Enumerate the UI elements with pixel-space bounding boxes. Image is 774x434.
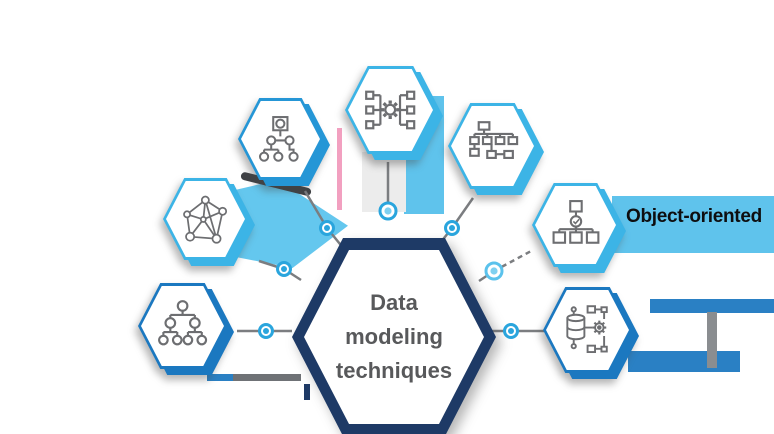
bottom-right-blue-band-1 [650, 299, 774, 313]
hexagon-upper-left [238, 98, 330, 186]
center-hexagon: Data modeling techniques [292, 238, 496, 434]
bottom-navy-sliver [304, 384, 310, 400]
bottom-left-blue-chip [207, 374, 233, 381]
object-tree-icon [238, 98, 323, 180]
hexagon-upper-right [448, 103, 544, 195]
middle-right-label: Object-oriented [626, 206, 762, 227]
bottom-right-blue-band-2 [628, 351, 740, 372]
decision-tree-icon [532, 183, 619, 267]
pink-sliver-top [337, 128, 342, 210]
top-gray-column [362, 152, 406, 212]
bottom-left-gray-chip [233, 374, 301, 381]
network-graph-icon [163, 178, 248, 260]
center-title: Data modeling techniques [292, 238, 496, 434]
hierarchy-tree-icon [138, 283, 227, 369]
sitemap-icon [448, 103, 537, 189]
center-hexagon-face [304, 250, 484, 424]
process-gear-icon [345, 66, 436, 154]
center-title-line1: Data [370, 290, 418, 315]
hexagon-middle-left [163, 178, 255, 266]
hexagon-top-center [345, 66, 443, 160]
hexagon-bottom-right [543, 287, 639, 379]
database-integration-icon [543, 287, 632, 373]
center-title-line2: modeling [345, 324, 443, 349]
gray-bar [707, 312, 717, 368]
hexagon-middle-right [532, 183, 626, 273]
hexagon-bottom-left [138, 283, 234, 375]
right-light-blue-band [612, 196, 774, 253]
center-title-line3: techniques [335, 358, 453, 383]
